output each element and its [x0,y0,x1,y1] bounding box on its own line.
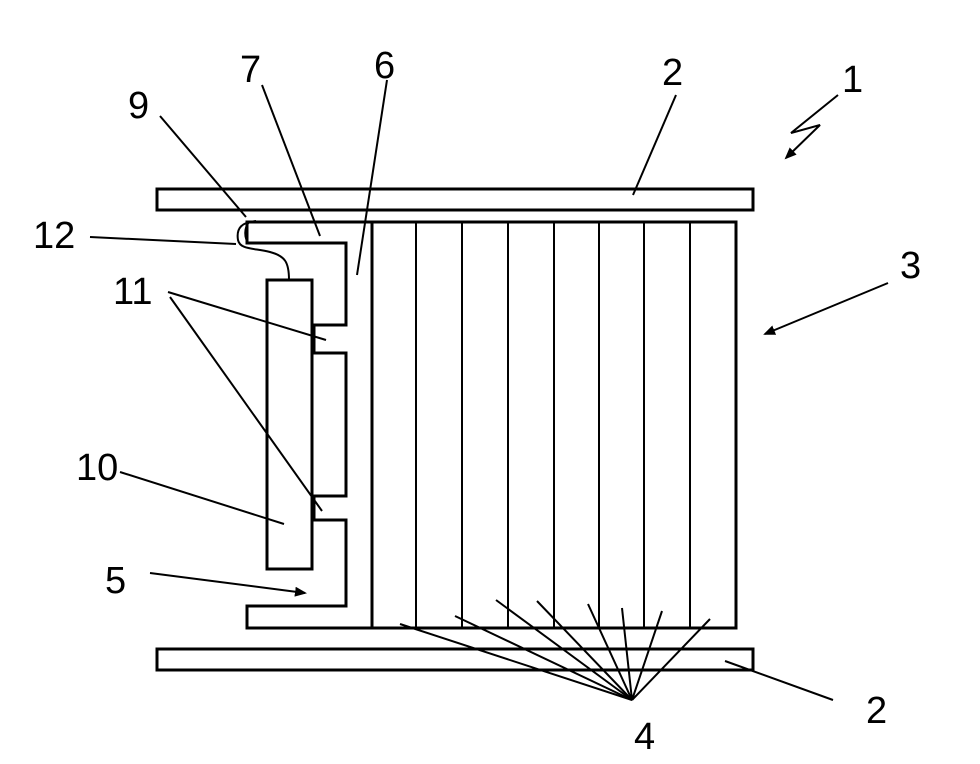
label-9: 9 [128,85,149,127]
label-5: 5 [105,560,126,602]
label-6: 6 [374,45,395,87]
label-4: 4 [634,716,655,758]
label-12: 12 [33,215,75,257]
lightning-arrow-icon [786,95,838,158]
top-plate [157,189,753,210]
label-11: 11 [113,271,152,313]
label-3: 3 [900,245,921,287]
label-7: 7 [240,49,261,91]
leader-line-7 [262,85,320,236]
leader-line-2-top [633,95,676,195]
label-2-top: 2 [662,52,683,94]
leader-line-2-bottom [725,661,833,700]
cell-stack [372,222,736,628]
label-10: 10 [76,447,118,489]
arrow-5 [150,573,305,593]
leader-line-10 [120,472,284,524]
label-1: 1 [842,59,863,101]
leader-line-12 [90,237,236,244]
arrow-3 [765,283,888,334]
label-2-bottom: 2 [866,690,887,732]
